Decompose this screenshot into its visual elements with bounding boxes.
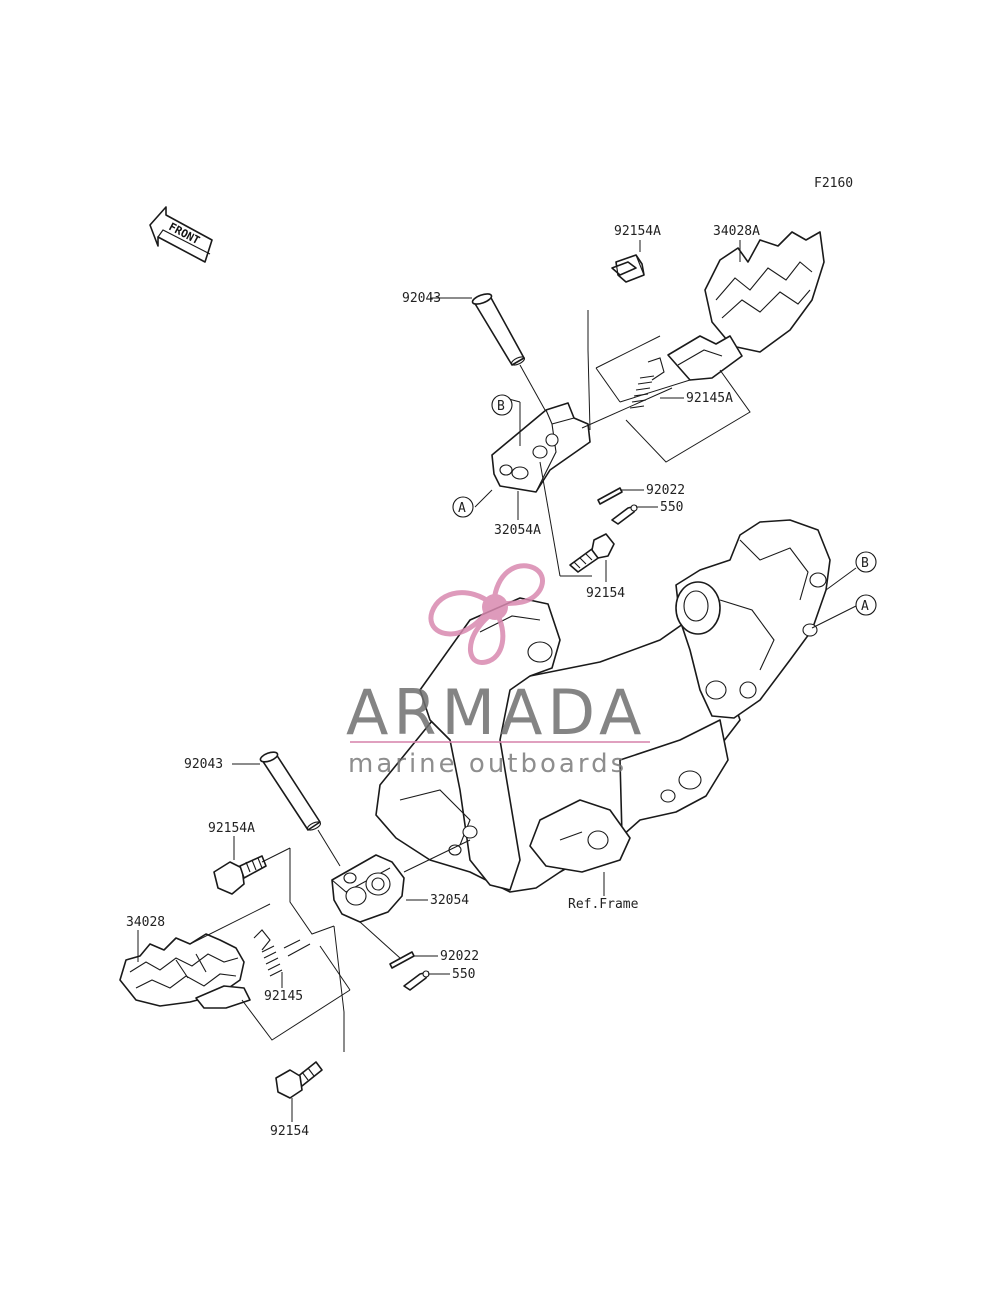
watermark: ARMADA marine outboards — [346, 563, 650, 779]
footpeg-34028-bottom — [119, 933, 251, 1009]
label-550-top: 550 — [660, 500, 683, 515]
spring-92145-bottom — [253, 929, 311, 977]
svg-text:B: B — [497, 399, 505, 414]
svg-text:A: A — [861, 599, 869, 614]
label-92145-bottom: 92145 — [264, 989, 303, 1004]
bolt-92154-top — [569, 533, 615, 573]
label-32054a-top: 32054A — [494, 523, 541, 538]
label-32054-bottom: 32054 — [430, 893, 469, 908]
pin-92043-bottom — [259, 751, 322, 831]
label-92145a-top: 92145A — [686, 391, 733, 406]
callout-b-right: B — [855, 551, 877, 573]
bolt-92154-bottom — [275, 1061, 323, 1099]
svg-text:B: B — [861, 556, 869, 571]
callout-a-left: A — [452, 496, 474, 518]
label-92022-top: 92022 — [646, 483, 685, 498]
label-34028-bottom: 34028 — [126, 915, 165, 930]
pin-92043-top — [471, 293, 526, 366]
label-550-bottom: 550 — [452, 967, 475, 982]
ref-frame-label: Ref.Frame — [568, 897, 639, 912]
label-92043-bottom: 92043 — [184, 757, 223, 772]
label-92154a-bottom: 92154A — [208, 821, 255, 836]
front-arrow-icon: FRONT — [149, 206, 213, 263]
label-92154-top: 92154 — [586, 586, 625, 601]
bracket-32054-bottom — [331, 854, 405, 923]
propeller-hub-icon — [482, 594, 508, 620]
clip-92022-top — [597, 487, 623, 505]
callout-a-right: A — [855, 594, 877, 616]
clip-92022-bottom — [389, 951, 415, 969]
bolt-92154a-bottom — [213, 855, 267, 895]
bolt-92154a-top — [611, 254, 645, 283]
label-92154-bottom: 92154 — [270, 1124, 309, 1139]
figure-code: F2160 — [814, 176, 853, 191]
frame-reference — [375, 519, 831, 893]
label-34028a-top: 34028A — [713, 224, 760, 239]
part-labels: 92043 92154A 34028A 92145A 32054A 92022 … — [126, 224, 760, 1139]
svg-text:A: A — [458, 501, 466, 516]
label-92154a-top: 92154A — [614, 224, 661, 239]
watermark-brand: ARMADA — [346, 676, 646, 749]
watermark-tagline: marine outboards — [348, 749, 627, 779]
cotter-550-top — [611, 504, 638, 525]
callout-b-left: B — [491, 394, 513, 416]
cotter-550-bottom — [403, 970, 430, 991]
label-92022-bottom: 92022 — [440, 949, 479, 964]
label-92043-top: 92043 — [402, 291, 441, 306]
footpeg-34028a-top — [667, 231, 825, 381]
propeller-logo-icon — [428, 563, 545, 665]
spring-92145a-top — [629, 357, 665, 409]
bracket-32054a-top — [491, 402, 591, 493]
